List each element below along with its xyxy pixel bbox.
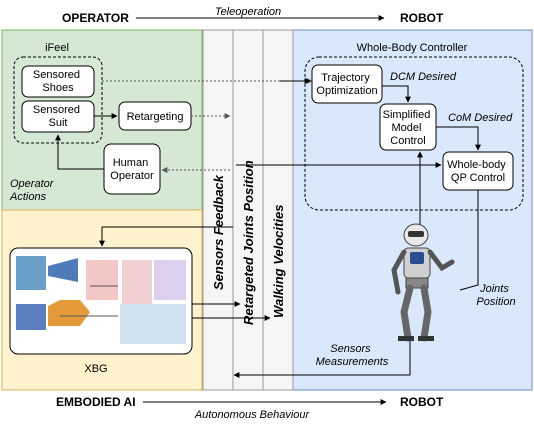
sensored-shoes-line1: Sensored (33, 69, 80, 81)
operator-actions-line1: Operator (10, 178, 55, 190)
robot-visor (408, 231, 424, 237)
trajectory-optimization-label: Trajectory Optimization (316, 72, 377, 97)
xbg-network-figure (16, 256, 186, 344)
sensored-shoes-line2: Shoes (42, 82, 74, 94)
trajectory-line2: Optimization (316, 85, 377, 97)
sensored-suit-line2: Suit (49, 117, 68, 129)
simplified-line2: Model (391, 122, 421, 134)
robot-left-leg (400, 284, 414, 342)
qp-line1: Whole-body (447, 159, 506, 171)
trajectory-optimization-box (311, 64, 383, 104)
human-operator-line2: Operator (110, 170, 154, 182)
qp-line2: QP Control (451, 172, 505, 184)
robot-right-arm (427, 249, 455, 272)
retargeted-joints-label: Retargeted Joints Position (241, 160, 256, 325)
xbg-encoder-top (48, 258, 78, 282)
feedback-to-xbg-arrow (99, 226, 233, 247)
robot-left-foot (398, 336, 414, 341)
sensored-shoes-label: Sensored Shoes (33, 69, 83, 94)
channel-walking-velocities (262, 29, 294, 391)
qp-to-joints-line (459, 190, 479, 291)
xbg-output-grid (120, 304, 186, 344)
controller-dashed-group (304, 56, 524, 211)
header-operator: OPERATOR (62, 11, 129, 25)
sensors-measurements-line1: Sensors (330, 343, 371, 355)
sensors-feedback-label: Sensors Feedback (211, 174, 226, 290)
simplified-line3: Control (390, 135, 425, 147)
ifeel-title: iFeel (45, 42, 69, 54)
measurements-feedback-arrow (233, 338, 411, 378)
robot-left-arm (391, 249, 407, 295)
joints-position-line1: Joints (479, 283, 509, 295)
header-teleoperation: Teleoperation (215, 6, 281, 18)
operator-actions-label: Operator Actions (9, 178, 56, 203)
retargeting-label: Retargeting (127, 111, 184, 123)
dcm-desired-label: DCM Desired (390, 71, 457, 83)
footer-autonomous-behaviour: Autonomous Behaviour (194, 409, 311, 421)
sensored-suit-line1: Sensored (33, 104, 80, 116)
joints-position-line2: Position (476, 296, 515, 308)
xbg-label: XBG (84, 363, 107, 375)
controller-title: Whole-Body Controller (357, 42, 468, 54)
walking-velocities-label: Walking Velocities (271, 205, 286, 318)
trajectory-line1: Trajectory (321, 72, 370, 84)
trajectory-to-simplified-arrow (382, 85, 411, 103)
qp-control-box (442, 151, 514, 191)
sensors-measurements-label: Sensors Measurements (316, 343, 389, 368)
operator-actions-line2: Actions (9, 191, 47, 203)
sensored-suit-label: Sensored Suit (33, 104, 83, 129)
footer-robot: ROBOT (400, 395, 444, 409)
human-operator-box (103, 143, 161, 195)
robot-right-foot (418, 336, 434, 341)
simplified-model-label: Simplified Model Control (383, 109, 434, 147)
xbg-decoder-block (122, 260, 152, 312)
xbg-output-block (154, 260, 186, 300)
xbg-encoder-bottom (48, 300, 90, 326)
human-operator-line1: Human (113, 157, 148, 169)
simplified-line1: Simplified (383, 109, 431, 121)
sensored-shoes-box (21, 65, 95, 98)
humanoid-robot-image (391, 223, 455, 342)
com-desired-label: CoM Desired (448, 112, 513, 124)
xbg-transformer-block (86, 260, 118, 300)
joints-position-label: Joints Position (476, 283, 515, 308)
xbg-input-images (16, 256, 46, 290)
simplified-to-qp-arrow (436, 126, 481, 151)
robot-pelvis (405, 277, 429, 289)
qp-control-label: Whole-body QP Control (447, 159, 509, 184)
operator-to-suit-arrow (55, 134, 104, 170)
human-operator-label: Human Operator (110, 157, 154, 182)
sensors-measurements-line2: Measurements (316, 356, 389, 368)
robot-right-leg (420, 284, 432, 342)
header-robot: ROBOT (400, 11, 444, 25)
xbg-input-images-lower (16, 304, 46, 330)
footer-embodied-ai: EMBODIED AI (56, 395, 136, 409)
robot-chest-plate (410, 252, 424, 264)
